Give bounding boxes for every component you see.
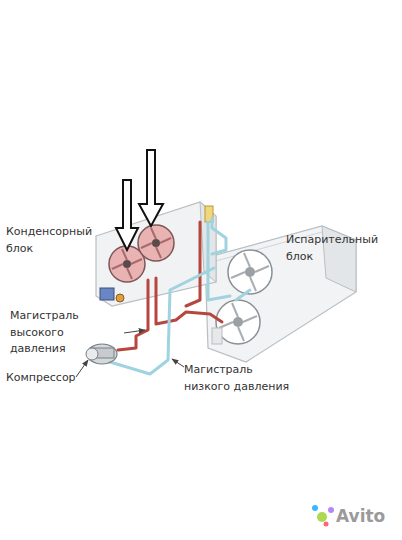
unit-label: Конденсорный блок bbox=[6, 224, 118, 257]
watermark-logo bbox=[312, 505, 334, 527]
leader-line bbox=[124, 330, 145, 333]
watermark: Avito bbox=[336, 504, 385, 530]
evaporator-unit bbox=[205, 226, 356, 362]
pipe-label: Магистраль высокого давления bbox=[10, 308, 122, 358]
leader-line bbox=[172, 359, 184, 367]
pipe-label: Магистраль низкого давления bbox=[184, 362, 294, 395]
airflow-arrow bbox=[139, 150, 163, 226]
unit-label: Испарительный блок bbox=[286, 232, 398, 265]
compressor bbox=[86, 344, 117, 364]
leader-line bbox=[76, 360, 88, 377]
airflow-arrow bbox=[116, 180, 138, 250]
part-label: Компрессор bbox=[6, 370, 76, 387]
